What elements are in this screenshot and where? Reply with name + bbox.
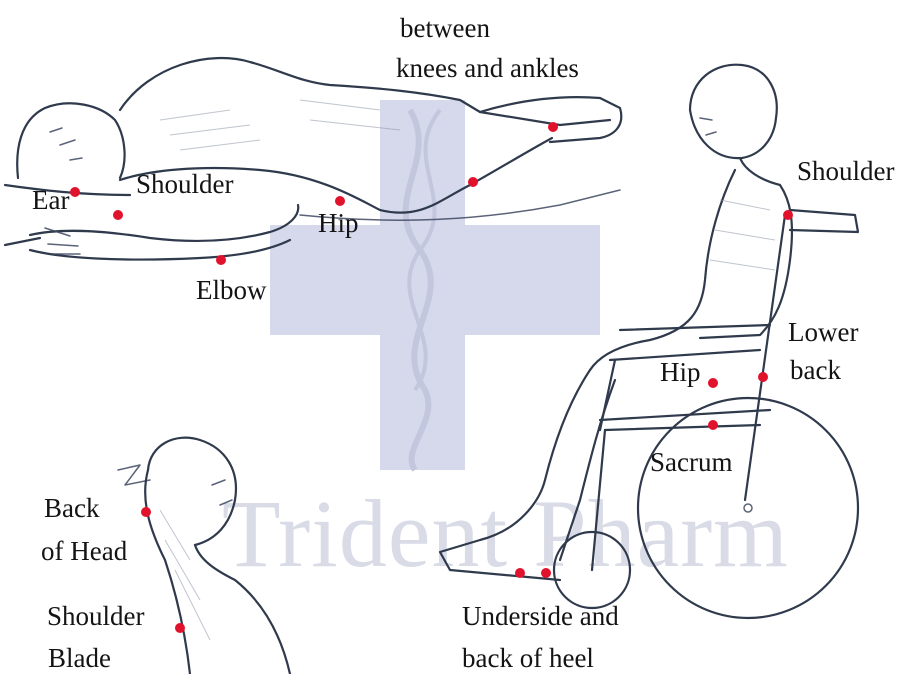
label-back-heel: back of heel (462, 640, 594, 676)
label-shoulder-lying: Shoulder (136, 166, 234, 202)
dot-sacrum (708, 420, 718, 430)
label-lower: Lower (788, 314, 858, 350)
label-ear: Ear (32, 182, 69, 218)
dot-heel-underside (515, 568, 525, 578)
dot-shoulder-chair (783, 210, 793, 220)
dot-ear (70, 187, 80, 197)
lying-figure (5, 58, 621, 260)
dot-knee (468, 177, 478, 187)
dot-heel-back (541, 568, 551, 578)
dot-shoulder-lying (113, 210, 123, 220)
label-hip-chair: Hip (660, 354, 701, 390)
label-underside: Underside and (462, 598, 619, 634)
dot-hip-chair (708, 378, 718, 388)
label-blade: Blade (48, 640, 111, 676)
supine-figure (118, 438, 290, 674)
label-back: back (790, 352, 841, 388)
dot-back-of-head (141, 507, 151, 517)
label-elbow: Elbow (196, 272, 267, 308)
dot-shoulder-blade (175, 623, 185, 633)
label-shoulder-chair: Shoulder (797, 153, 895, 189)
dot-lower-back (758, 372, 768, 382)
dot-elbow (216, 255, 226, 265)
dot-ankle (548, 122, 558, 132)
label-hip-lying: Hip (318, 205, 359, 241)
label-shoulder-b: Shoulder (47, 598, 145, 634)
label-between: between (400, 10, 490, 46)
label-knees-ankles: knees and ankles (396, 50, 579, 86)
label-back-of: Back (44, 490, 99, 526)
label-sacrum: Sacrum (650, 444, 732, 480)
label-of-head: of Head (41, 533, 127, 569)
